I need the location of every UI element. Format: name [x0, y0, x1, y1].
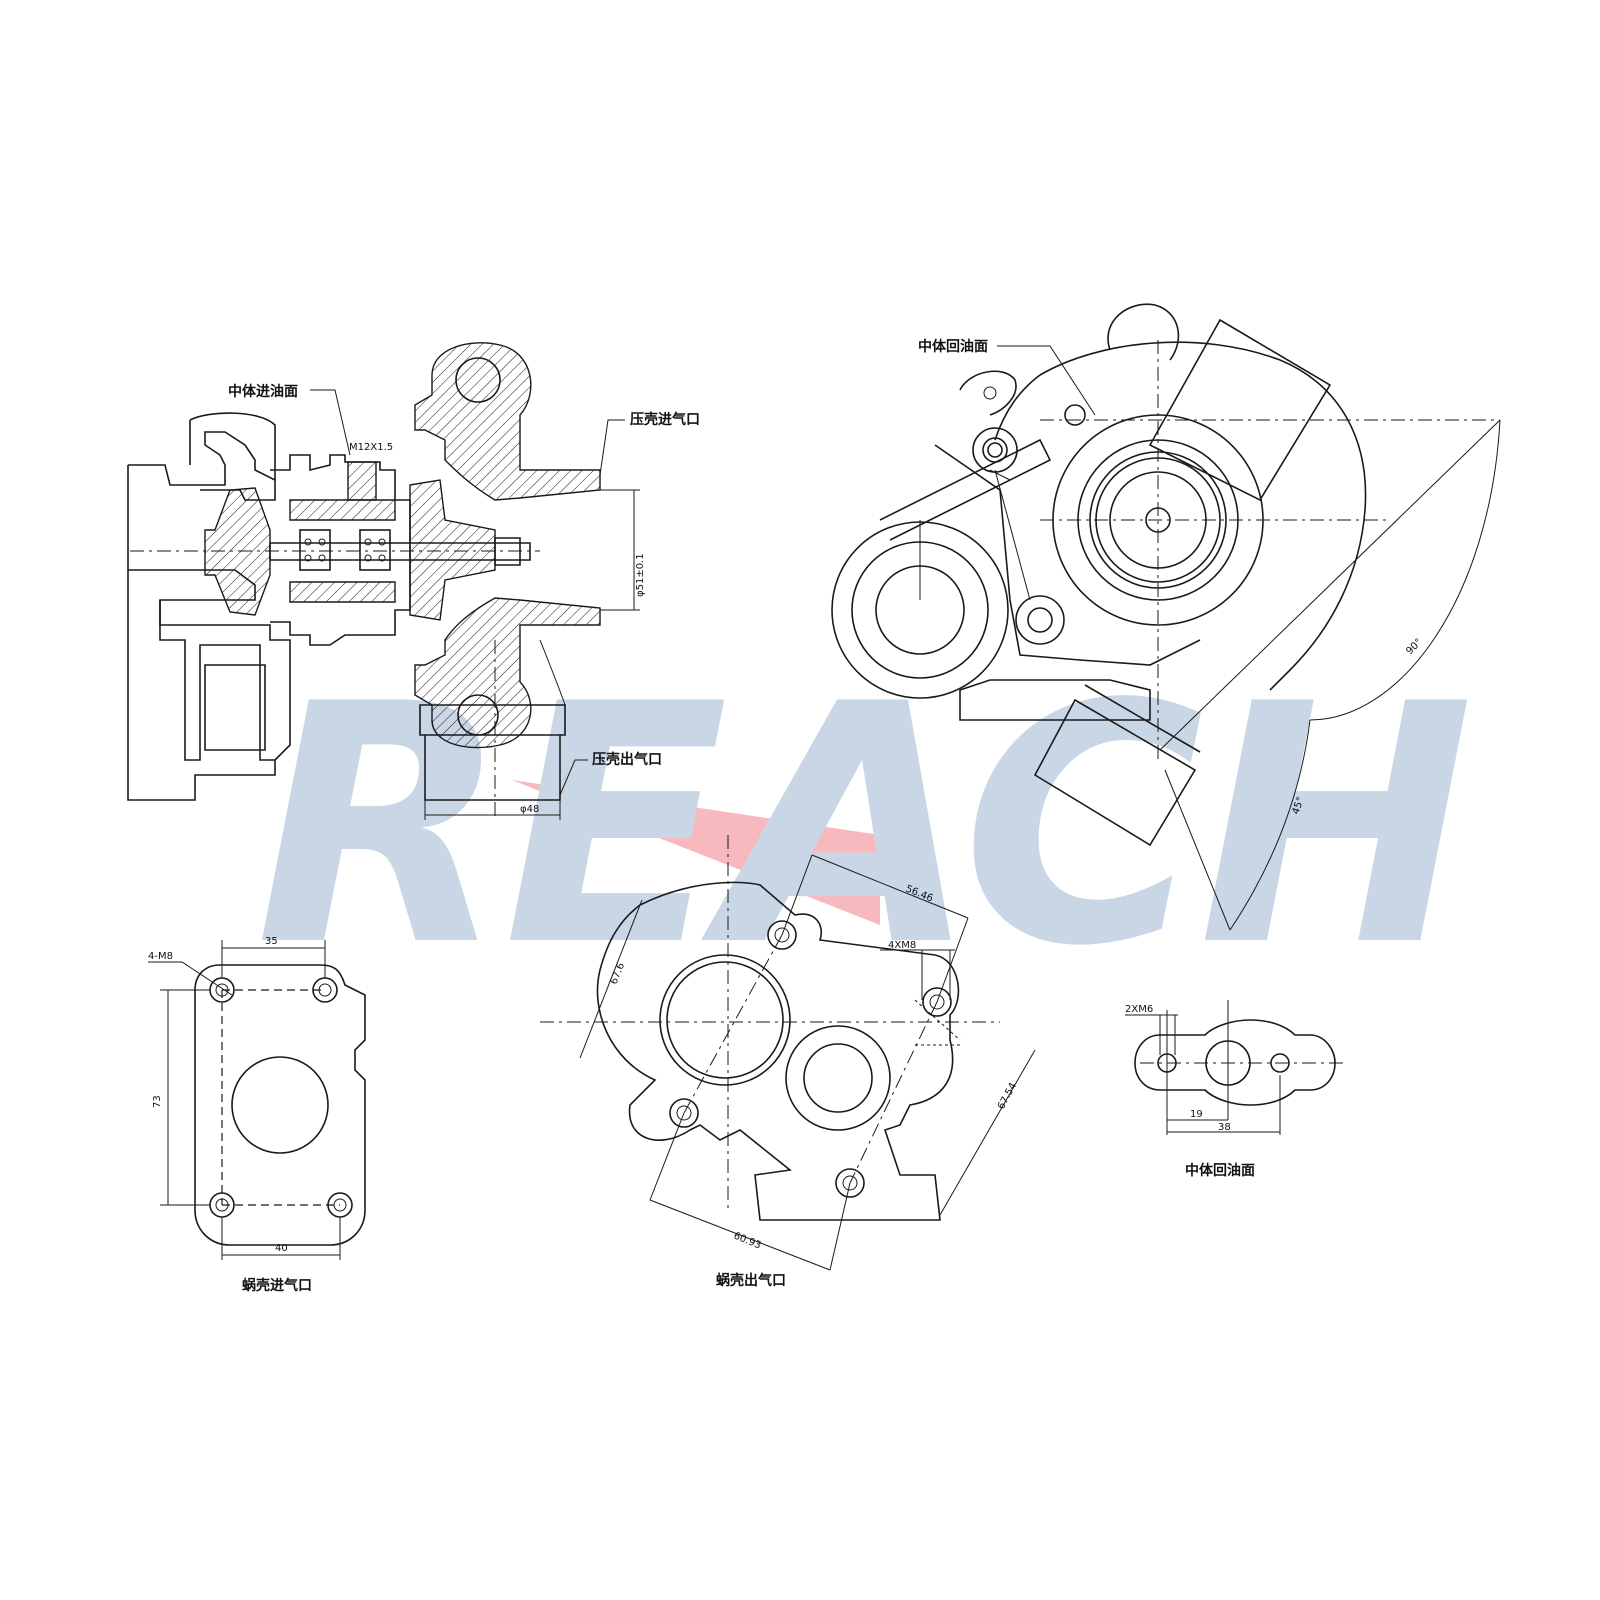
dim-oil-holes: 2XM6 — [1125, 1004, 1153, 1015]
dim-oil-38: 38 — [1218, 1122, 1231, 1133]
dim-inlet-height: 73 — [152, 1095, 163, 1108]
dim-inlet-width-bottom: 40 — [275, 1243, 288, 1254]
dim-compressor-inlet-dia: φ51±0.1 — [635, 553, 646, 597]
turbine-inlet-flange — [148, 940, 366, 1260]
dim-compressor-outlet-dia: φ48 — [520, 804, 539, 815]
oil-return-flange — [1125, 1000, 1345, 1135]
dim-outlet-60-93: 60.93 — [732, 1231, 763, 1252]
turbine-outlet-flange — [540, 835, 1036, 1271]
dim-oil-19: 19 — [1190, 1109, 1203, 1120]
watermark-accent — [512, 780, 880, 925]
dim-thread: M12X1.5 — [349, 442, 393, 453]
label-turbine-outlet: 蜗壳出气口 — [716, 1272, 786, 1289]
dim-inlet-holes: 4-M8 — [148, 951, 173, 962]
front-view — [831, 303, 1501, 931]
label-center-oil-inlet-face: 中体进油面 — [228, 383, 298, 400]
cross-section-view — [127, 342, 640, 820]
label-compressor-outlet: 压壳出气口 — [592, 751, 662, 768]
label-turbine-inlet: 蜗壳进气口 — [242, 1277, 312, 1294]
dim-outlet-holes: 4XM8 — [888, 940, 916, 951]
label-compressor-inlet: 压壳进气口 — [630, 411, 700, 428]
label-center-oil-return-face-bottom: 中体回油面 — [1185, 1162, 1255, 1179]
label-center-oil-return-face-top: 中体回油面 — [918, 338, 988, 355]
dim-outlet-67-54: 67.54 — [996, 1081, 1019, 1111]
dim-inlet-width-top: 35 — [265, 936, 278, 947]
